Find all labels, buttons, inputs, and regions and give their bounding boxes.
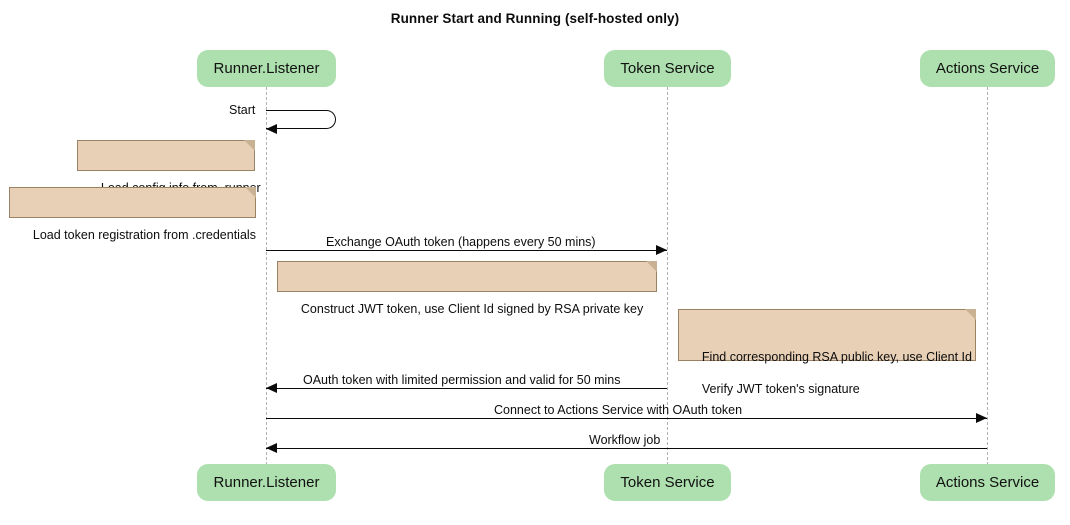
note-load-credentials: Load token registration from .credential… [9,187,256,242]
participant-label: Actions Service [935,474,1040,491]
participant-label: Runner.Listener [213,60,320,77]
participant-actions-top[interactable]: Actions Service [920,50,1055,87]
note-fold-icon [244,140,255,151]
note-text: Load token registration from .credential… [32,228,256,242]
participant-label: Runner.Listener [213,474,320,491]
note-fold-icon [646,261,657,272]
message-label-connect: Connect to Actions Service with OAuth to… [494,403,743,417]
participant-runner-top[interactable]: Runner.Listener [197,50,336,87]
arrow-head-oauth-return [266,383,277,393]
arrow-head-workflow [266,443,277,453]
message-label-workflow: Workflow job [589,433,661,447]
note-text-line2: Verify JWT token's signature [701,382,860,396]
note-construct-jwt: Construct JWT token, use Client Id signe… [277,261,657,316]
lifeline-actions [987,87,988,465]
participant-label: Actions Service [935,60,1040,77]
note-load-config: Load config info from .runner [77,140,261,195]
arrow-head-exchange [656,245,667,255]
self-message-start [266,110,336,129]
participant-token-top[interactable]: Token Service [604,50,731,87]
note-verify-jwt: Find corresponding RSA public key, use C… [678,309,976,396]
note-fold-icon [245,187,256,198]
message-line-exchange [266,250,667,251]
arrow-head-connect [976,413,987,423]
message-label-exchange: Exchange OAuth token (happens every 50 m… [326,235,596,249]
arrow-head-start [266,124,277,134]
participant-actions-bottom[interactable]: Actions Service [920,464,1055,501]
participant-token-bottom[interactable]: Token Service [604,464,731,501]
participant-label: Token Service [620,60,715,77]
note-fold-icon [965,309,976,320]
message-line-oauth-return [266,388,667,389]
message-line-workflow [266,448,987,449]
note-text-line1: Find corresponding RSA public key, use C… [701,350,972,364]
lifeline-runner [266,87,267,465]
message-label-start: Start [229,103,256,117]
message-label-oauth-return: OAuth token with limited permission and … [303,373,621,387]
page-title: Runner Start and Running (self-hosted on… [390,11,680,26]
participant-label: Token Service [620,474,715,491]
message-line-connect [266,418,987,419]
lifeline-token [667,87,668,465]
note-text: Construct JWT token, use Client Id signe… [300,302,644,316]
participant-runner-bottom[interactable]: Runner.Listener [197,464,336,501]
